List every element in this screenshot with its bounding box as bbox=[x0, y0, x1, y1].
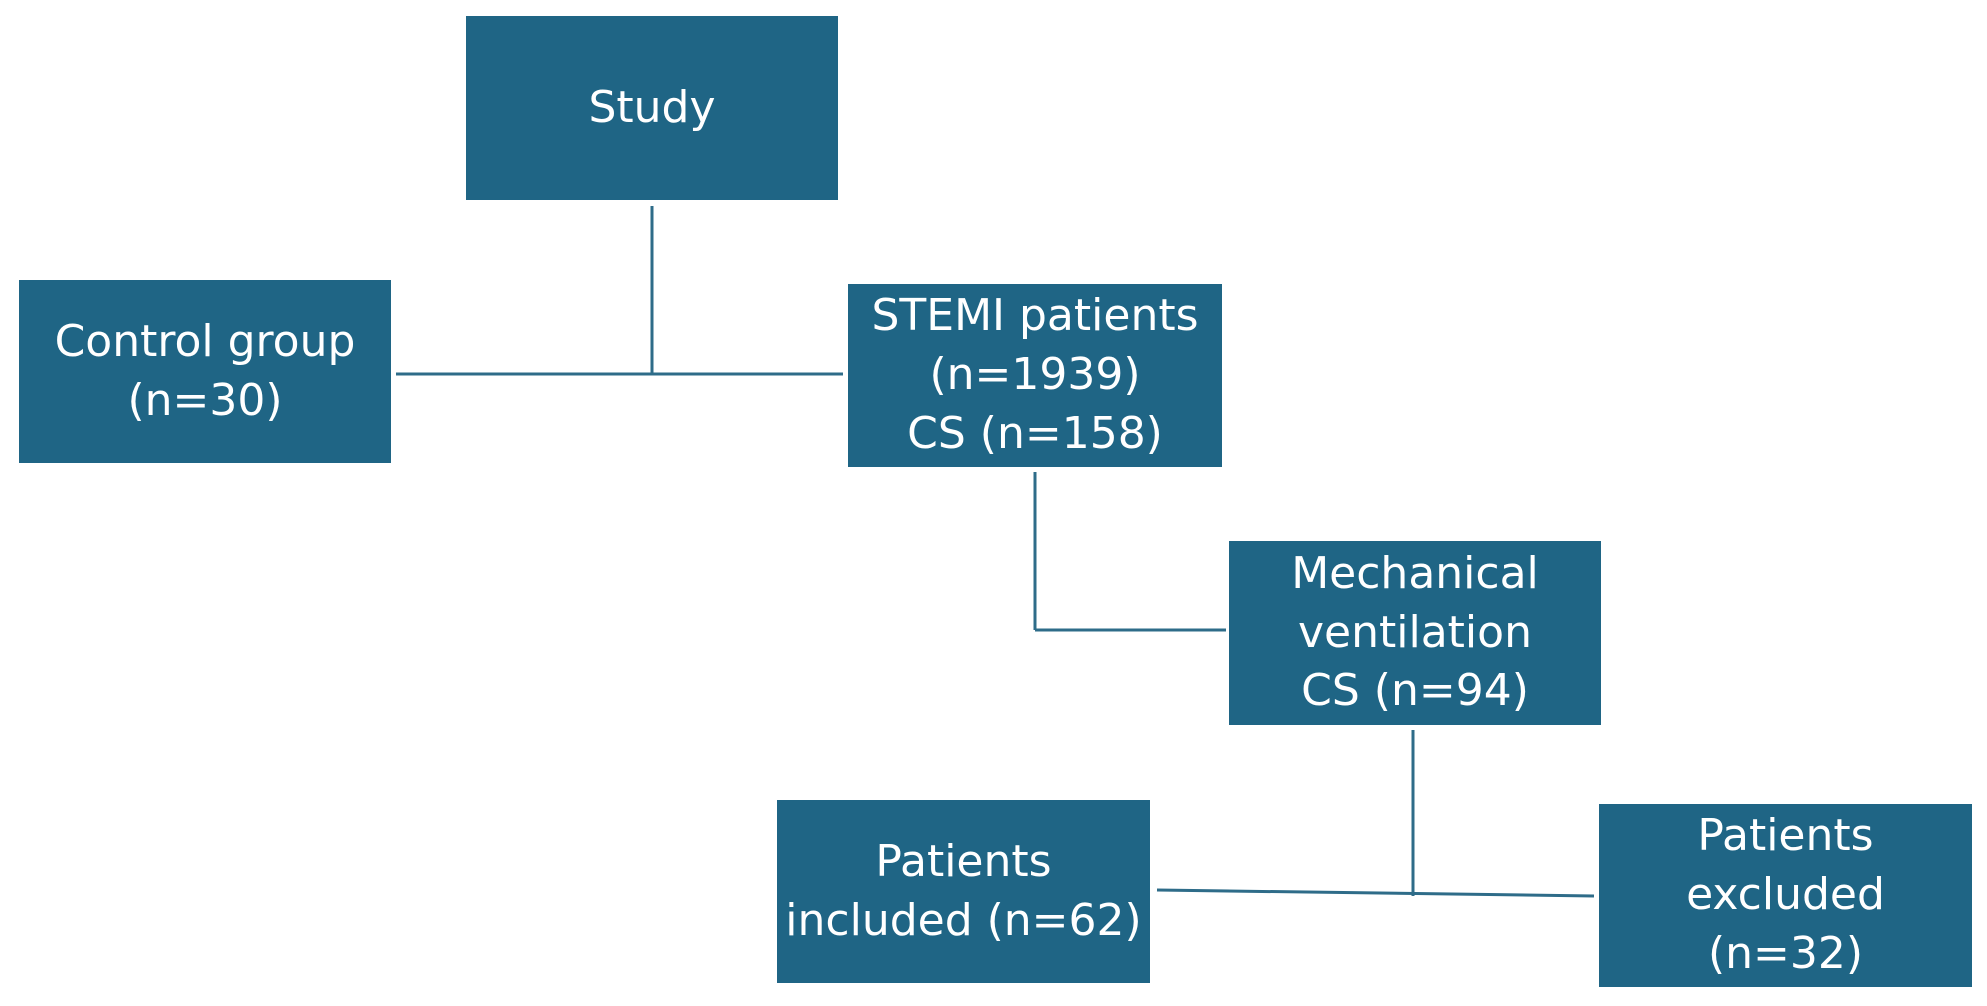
node-control-group: Control group (n=30) bbox=[19, 280, 391, 463]
node-control-group-line-2: (n=30) bbox=[127, 374, 283, 426]
node-mechanical-ventilation-line-1: Mechanical bbox=[1291, 547, 1539, 599]
node-stemi-patients: STEMI patients (n=1939) CS (n=158) bbox=[848, 284, 1222, 467]
node-mechanical-ventilation-line-3: CS (n=94) bbox=[1301, 665, 1529, 717]
node-patients-included: Patients included (n=62) bbox=[777, 800, 1150, 983]
node-patients-excluded-line-3: (n=32) bbox=[1707, 927, 1864, 979]
node-patients-excluded: Patients excluded (n=32) bbox=[1599, 804, 1972, 987]
node-study: Study bbox=[466, 16, 838, 200]
node-patients-excluded-line-1: Patients bbox=[1697, 810, 1874, 862]
node-stemi-patients-line-2: (n=1939) bbox=[929, 349, 1141, 401]
node-patients-included-line-1: Patients bbox=[875, 835, 1052, 887]
connector-included-excluded bbox=[1156, 888, 1595, 898]
node-stemi-patients-line-1: STEMI patients bbox=[871, 290, 1199, 342]
node-study-line-1: Study bbox=[588, 81, 716, 133]
node-mechanical-ventilation: Mechanical ventilation CS (n=94) bbox=[1229, 541, 1601, 725]
node-control-group-line-1: Control group bbox=[54, 315, 356, 367]
node-patients-excluded-line-2: excluded bbox=[1686, 869, 1885, 921]
node-stemi-patients-line-3: CS (n=158) bbox=[907, 407, 1163, 459]
node-mechanical-ventilation-line-2: ventilation bbox=[1298, 606, 1532, 658]
node-patients-included-line-2: included (n=62) bbox=[785, 894, 1142, 946]
